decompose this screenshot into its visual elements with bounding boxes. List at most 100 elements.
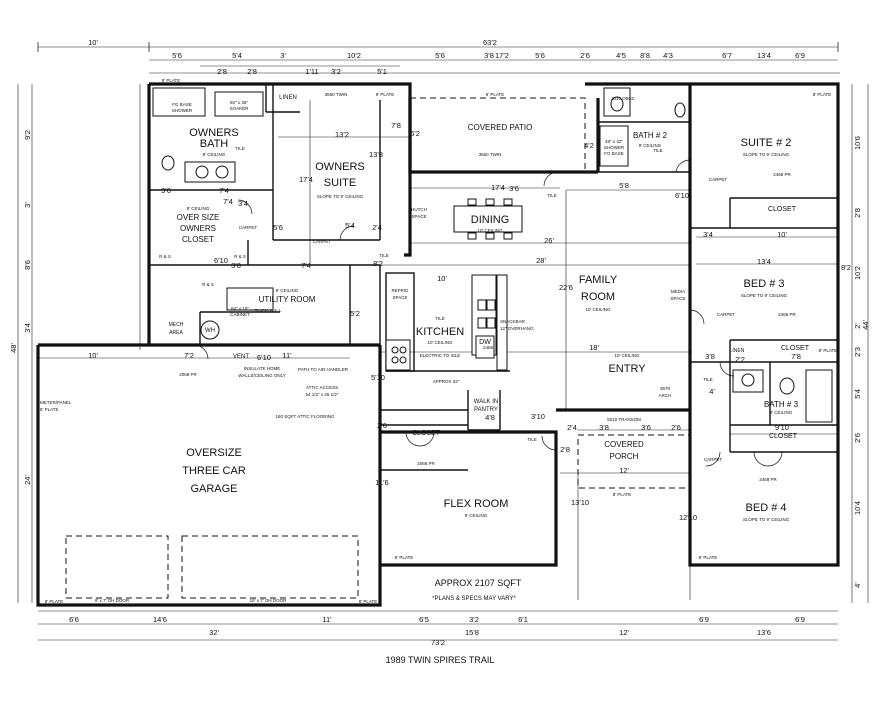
note-tile-kitchen: TILE [435,316,445,321]
dim-group-0: 17'2 [495,51,509,60]
note-refrig: REFRIG [391,288,409,293]
room-dining: DINING [471,214,510,226]
dim-right-1: 2'8 [853,208,862,218]
dim-interior-52: 5'4 [345,221,355,230]
dim-bottom-0: 6'6 [69,615,79,624]
note-patio-window: 3660 TWIN [479,152,502,157]
dim-top-3: 10'2 [347,51,361,60]
dim-interior-34: 8'2 [841,263,851,272]
room-owners-bath-line2: BATH [200,138,229,150]
note-closet-ceiling: 8' CEILING [187,206,210,211]
dim-interior-22: 2'6 [377,421,387,430]
dim-top-5: 3'8 [484,51,494,60]
room-utility: UTILITY ROOM [259,295,316,304]
dim-interior-36: 6'2 [410,129,420,138]
note-media: MEDIA [671,289,685,294]
room-bed4-closet: CLOSET [769,433,798,440]
note-fg-base-2: SHOWER [172,108,193,113]
note-utility-ceiling: 8' CEILING [276,288,299,293]
note-shower: 48" x 32" [605,139,623,144]
dim-right-4: 2'3 [853,347,862,357]
dim-bottom-group-1: 15'8 [465,628,479,637]
note-entry-ceiling: 10' CEILING [614,353,640,358]
dim-interior-32: 13'4 [757,257,771,266]
dim-bottom-group-0: 32' [209,628,219,637]
note-cabinet: 84" x 16" [231,306,249,311]
dimension-lines [17,42,869,641]
dim-second-1: 2'8 [247,67,257,76]
note-thick-wall: THICK WALL [255,308,282,313]
note-obsc: 3010 OBSC [611,96,636,101]
note-attic-flooring: 160 SQFT ATTIC FLOORING [275,414,335,419]
dim-top-11: 6'9 [795,51,805,60]
dim-top-9: 4'3 [663,51,673,60]
dim-interior-35: 4'2 [584,141,594,150]
dim-interior-29: 2'2 [735,355,745,364]
dim-bottom-overall: 73'2 [431,638,445,647]
note-soaker-2: SOAKER [230,106,250,111]
dim-interior-25: 3'6 [641,423,651,432]
dim-top-1: 5'4 [232,51,242,60]
note-arch: 3670 [660,386,671,391]
note-insulate: INSULATE HOME [244,366,280,371]
dim-interior-42: 3'8 [705,352,715,361]
note-dining-ceiling: 10' CEILING [477,228,503,233]
dim-bottom-1: 14'6 [153,615,167,624]
dim-interior-9: 7'2 [184,351,194,360]
notes: 8' CEILING SLOPE TO 9' CEILING 8' CEILIN… [40,78,837,604]
dim-interior-11: 3'6 [161,186,171,195]
note-hutch-2: SPACE [412,214,427,219]
dim-second-4: 5'1 [377,67,387,76]
dim-interior-31: 10' [777,230,787,239]
dim-interior-45: 5'6 [273,223,283,232]
dim-top-0: 5'6 [172,51,182,60]
note-owners-bath-ceiling: 8' CEILING [203,152,226,157]
room-owners-closet-3: CLOSET [182,235,214,244]
note-bed3-slope: SLOPE TO 9' CEILING [741,293,788,298]
dim-right-3: 2' [853,323,862,329]
dim-interior-6: 12' [619,466,629,475]
dim-interior-40: 3'6 [509,184,519,193]
dim-interior-5: 10' [437,274,447,283]
dim-interior-13: 7'4 [301,261,311,270]
dim-top-8: 4'5 [616,51,626,60]
note-pr-bed3: 2468 PR [778,312,796,317]
dim-left-0: 9'2 [23,130,32,140]
note-plate8-suite2: 8' PLATE [813,92,832,97]
dim-interior-26: 2'6 [671,423,681,432]
room-linen-2: LINEN [730,348,745,354]
note-snackbar: SNACKBAR [500,319,526,324]
room-bed3-closet: CLOSET [781,345,810,352]
dim-right-6: 2'6 [853,433,862,443]
room-garage: OVERSIZE [186,447,242,459]
dim-interior-37: 7'8 [391,121,401,130]
note-tile-flex: TILE [527,437,537,442]
note-tile-bath: TILE [235,146,245,151]
room-porch-line2: PORCH [610,452,639,461]
dim-bottom-6: 6'9 [699,615,709,624]
dim-left-total: 48' [9,343,18,353]
dim-interior-24: 3'8 [599,423,609,432]
note-rs-3: R & S [202,282,214,287]
note-bath3-ceiling: 8' CEILING [770,410,793,415]
dim-left-1: 3' [23,202,32,208]
note-bed4-slope: SLOPE TO 9' CEILING [743,517,790,522]
dim-bottom-group-3: 13'6 [757,628,771,637]
note-tile-bath3: TILE [703,377,713,382]
note-pr-garage: 2068 PR [179,372,197,377]
note-plate9-owners: 9' PLATE [376,92,395,97]
room-suite2: SUITE # 2 [741,137,792,149]
note-snackbar-2: 12" OVERHANG [500,326,534,331]
note-tile-dining: TILE [547,193,557,198]
dim-interior-46: 3'4 [238,199,248,208]
note-flex-ceiling: 9' CEILING [465,513,488,518]
room-bed3: BED # 3 [744,278,785,290]
room-covered-patio: COVERED PATIO [468,123,533,132]
dim-bottom-5: 6'1 [518,615,528,624]
dim-interior-27: 9'10 [775,423,789,432]
dim-interior-21: 5'10 [371,373,385,382]
dim-overall-width: 63'2 [483,38,497,47]
note-insulate-2: WALLS/CEILING ONLY [238,373,286,378]
